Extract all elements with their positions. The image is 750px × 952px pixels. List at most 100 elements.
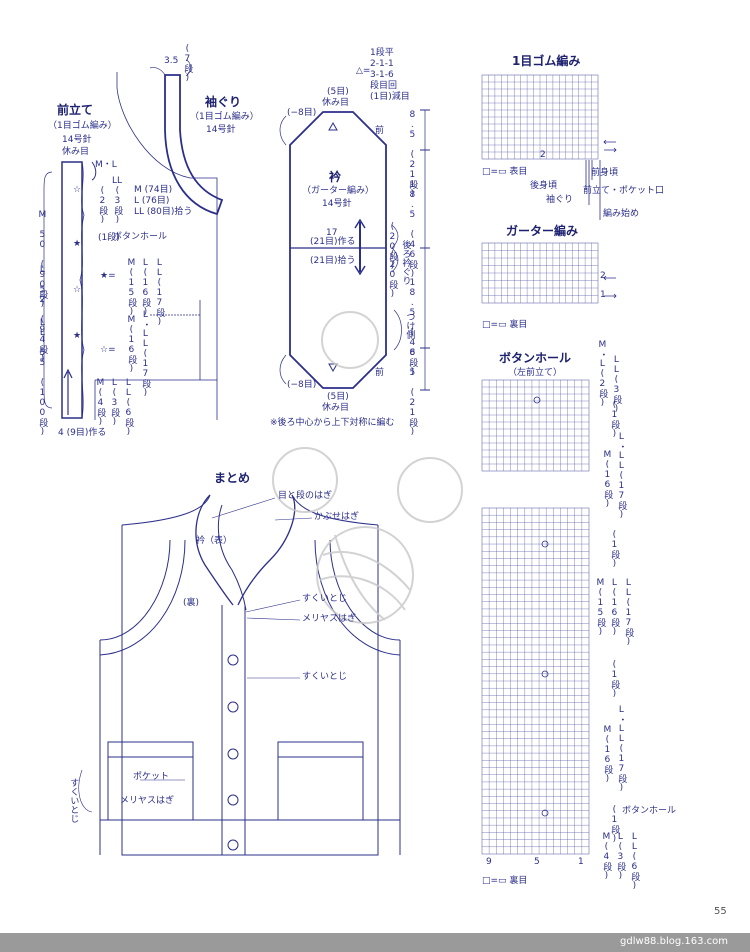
assembly-vest-shape [99, 494, 401, 856]
front-band-one-row: (1段) [98, 233, 120, 243]
collar-dim-2: 18.5 (46段) [407, 180, 418, 279]
armhole-title: 袖ぐり [205, 95, 242, 109]
collar-needle: 14号針 [322, 199, 352, 209]
buttonhole-chart-grid [481, 379, 590, 855]
front-band-pattern: （1目ゴム編み） [48, 121, 117, 131]
collar-note: ※後ろ中心から上下対称に編む [270, 418, 395, 428]
buttonhole-label-15: M(4段) [601, 832, 612, 881]
assembly-title: まとめ [214, 471, 251, 485]
collar-decrease-5: (1目)減目 [370, 92, 410, 102]
rib-chart-label-start: 編み始め [603, 209, 640, 219]
svg-text:★: ★ [73, 331, 81, 341]
buttonhole-label-10: (1段) [609, 660, 620, 699]
assembly-buttons [227, 654, 239, 851]
collar-sewing-side: つけ側 [404, 312, 415, 339]
rib-chart-col-number: 2 [540, 150, 546, 160]
armhole-pattern: （1目ゴム編み） [190, 112, 259, 122]
front-band-star-row-ll: LL(17段) [154, 258, 165, 327]
buttonhole-label-3: (1段) [609, 400, 620, 439]
buttonhole-symbol [533, 396, 541, 404]
collar-decrease-1: 1段平 [370, 48, 394, 58]
front-band-star-legend: ★= [100, 271, 116, 281]
buttonhole-label-16: L(3段) [615, 832, 626, 881]
collar-triangle-legend: △= [356, 66, 371, 76]
buttonhole-symbol [541, 540, 549, 548]
front-band-title: 前立て [57, 103, 94, 117]
front-band-height-ll: LL 55 (100段) [37, 318, 48, 437]
collar-front-top: 前 [375, 126, 385, 136]
collar-back-neck: 後ろ衿ぐり [400, 240, 411, 285]
assembly-label-collar-back: (裏) [183, 598, 200, 608]
collar-dim-1: 8.5 (21段) [407, 110, 418, 199]
front-band-shape [43, 161, 97, 419]
collar-pickup: (21目)拾う [310, 256, 356, 266]
rib-chart-legend: □=▭ 表目 [482, 167, 528, 177]
front-band-needle: 14号針 [62, 135, 92, 145]
buttonhole-chart-subtitle: （左前立て） [508, 368, 563, 378]
watermark-yarn [272, 311, 463, 624]
buttonhole-label-2: LL(3段) [611, 355, 622, 414]
page-number: 55 [714, 906, 727, 917]
buttonhole-chart-title: ボタンホール [499, 351, 572, 365]
collar-side-rows-2: (20段) [387, 250, 398, 299]
assembly-label-bindoff: かぶせはぎ [314, 512, 360, 522]
collar-dim-3: 18.5 (46段) [407, 278, 418, 377]
svg-text:☆: ☆ [73, 285, 81, 295]
front-body-silhouette [94, 72, 218, 420]
buttonhole-label-4: L・LL(17段) [616, 432, 627, 520]
rib-chart-label-band: 前立て・ポケット口 [583, 186, 665, 196]
collar-decrease-3: 3-1-6 [370, 70, 394, 80]
rib-chart-label-armhole: 袖ぐり [546, 195, 574, 205]
assembly-label-kitchener: メリヤスはぎ [302, 614, 357, 624]
buttonhole-label-13: ボタンホール [622, 806, 677, 816]
front-band-hollow-row-lll: L・LL(17段) [140, 310, 151, 398]
buttonhole-label-6: (1段) [609, 530, 620, 569]
collar-left-mark-bottom: (−8目) [287, 380, 317, 390]
collar-shape [279, 109, 430, 391]
front-band-star-row-m: M(15段) [126, 258, 137, 317]
front-band-rest: 休み目 [62, 147, 90, 157]
assembly-label-pocket: ポケット [133, 772, 170, 782]
collar-front-bottom: 前 [375, 368, 385, 378]
assembly-label-graft: 目と段のはぎ [278, 491, 333, 501]
collar-decrease-4: 段目回 [370, 81, 398, 91]
assembly-label-mattress-1: すくいとじ [302, 594, 348, 604]
collar-cast-on: (21目)作る [310, 237, 356, 247]
front-band-star-row-l: L(16段) [140, 258, 151, 317]
armhole-top-dim: 3.5 [164, 56, 179, 66]
assembly-label-mattress-3: すくいとじ [68, 778, 79, 823]
assembly-label-pocket-graft: メリヤスはぎ [120, 796, 175, 806]
assembly-leaders [78, 497, 313, 813]
chart-arrows [585, 139, 617, 299]
armhole-top-rows: (7段) [182, 44, 193, 83]
armhole-band-shape [149, 59, 224, 216]
buttonhole-label-9: LL(17段) [623, 578, 634, 647]
collar-triangles [328, 121, 338, 373]
garter-chart-legend: □=▭ 裏目 [482, 320, 528, 330]
armhole-pickup-ll: LL (80目)拾う [134, 207, 193, 217]
collar-left-mark-top: (−8目) [287, 108, 317, 118]
front-band-height-l: L 52 (94段) [37, 265, 48, 364]
front-band-buttonhole: ボタンホール [113, 232, 168, 242]
buttonhole-chart-legend: □=▭ 裏目 [482, 876, 528, 886]
collar-title: 衿 [329, 170, 342, 184]
svg-text:★: ★ [73, 239, 81, 249]
armhole-pickup-m: M (74目) [134, 185, 173, 195]
armhole-needle: 14号針 [206, 125, 236, 135]
buttonhole-label-7: M(15段) [595, 578, 606, 637]
front-band-hollow-row-m: M(16段) [126, 315, 137, 374]
front-band-stars: ☆ ★ ☆ ★ [73, 185, 81, 341]
buttonhole-col-9: 9 [486, 857, 492, 867]
front-band-cast-on: 4 (9目)作る [58, 428, 107, 438]
buttonhole-col-5: 5 [534, 857, 540, 867]
garter-chart-row-1: 1 [600, 290, 606, 300]
collar-top-stitches: (5目) [327, 87, 349, 97]
garter-chart-row-2: 2 [600, 271, 606, 281]
rib-chart-label-front: 前身頃 [591, 168, 619, 178]
front-band-bottom-row-l: L(3段) [109, 378, 120, 427]
front-band-top-rows-ll: LL [112, 176, 123, 186]
front-band-bottom-row-m: M(4段) [95, 378, 106, 427]
buttonhole-label-8: L(16段) [609, 578, 620, 637]
buttonhole-label-17: LL(6段) [629, 832, 640, 891]
collar-dim-4: 8.5 (21段) [407, 348, 418, 437]
